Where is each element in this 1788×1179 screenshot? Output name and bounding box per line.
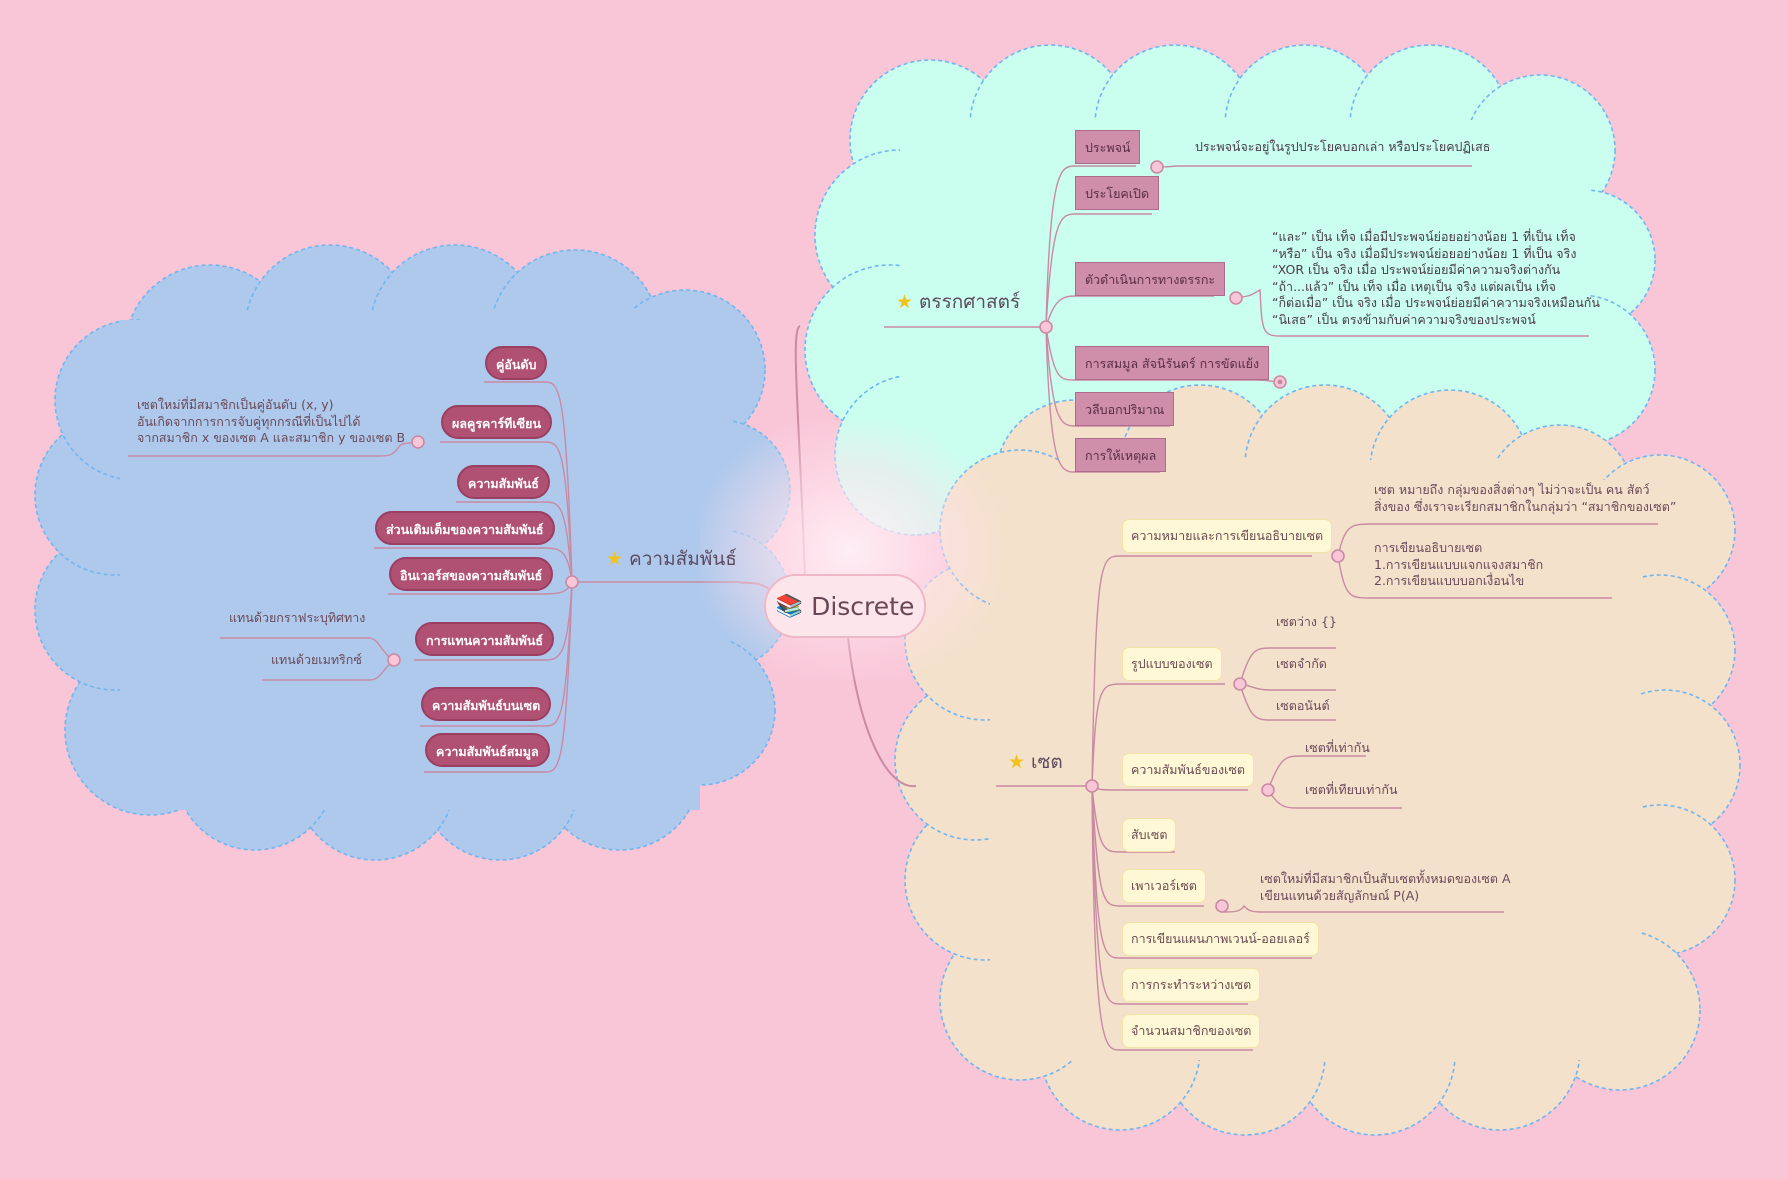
set-powerset-note: เซตใหม่ที่มีสมาชิกเป็นสับเซตทั้งหมดของเซ… bbox=[1260, 871, 1511, 904]
main-topic-logic-label: ตรรกศาสตร์ bbox=[919, 291, 1021, 313]
cartesian-line-1: เซตใหม่ที่มีสมาชิกเป็นคู่อันดับ (x, y) bbox=[137, 397, 334, 412]
root-topic[interactable]: 📚 Discrete bbox=[764, 574, 926, 638]
set-meaning-note: เซต หมายถึง กลุ่มของสิ่งต่างๆ ไม่ว่าจะเป… bbox=[1374, 482, 1676, 515]
relation-topic-ordered-pair[interactable]: คู่อันดับ bbox=[485, 346, 548, 380]
logic-topic-operators[interactable]: ตัวดำเนินการทางตรรกะ bbox=[1075, 262, 1226, 296]
relation-joints bbox=[387, 435, 579, 667]
set-topic-powerset[interactable]: เพาเวอร์เซต bbox=[1122, 869, 1206, 903]
set-topic-meaning[interactable]: ความหมายและการเขียนอธิบายเซต bbox=[1122, 519, 1333, 553]
logic-topic-quantifier[interactable]: วลีบอกปริมาณ bbox=[1075, 392, 1175, 426]
operator-note-negation: “นิเสธ” เป็น ตรงข้ามกับค่าความจริงของประ… bbox=[1272, 311, 1536, 327]
set-relation-equal: เซตที่เท่ากัน bbox=[1305, 740, 1370, 755]
relation-topic-on-set[interactable]: ความสัมพันธ์บนเซต bbox=[421, 687, 552, 721]
set-writing-line-3: 2.การเขียนแบบบอกเงื่อนไข bbox=[1374, 573, 1525, 588]
operator-note-or: “หรือ” เป็น จริง เมื่อมีประพจน์ย่อยอย่าง… bbox=[1272, 245, 1577, 261]
logic-joints bbox=[1039, 160, 1287, 389]
set-topic-operations[interactable]: การกระทำระหว่างเซต bbox=[1122, 968, 1261, 1002]
relation-graph-representation: แทนด้วยกราฟระบุทิศทาง bbox=[229, 610, 366, 625]
cartesian-line-3: จากสมาชิก x ของเซต A และสมาชิก y ของเซต … bbox=[137, 430, 406, 445]
set-writing-line-2: 1.การเขียนแบบแจกแจงสมาชิก bbox=[1374, 556, 1544, 572]
set-relation-equivalent: เซตที่เทียบเท่ากัน bbox=[1305, 782, 1398, 797]
set-writing-line-1: การเขียนอธิบายเซต bbox=[1374, 540, 1483, 555]
logic-topic-reasoning[interactable]: การให้เหตุผล bbox=[1075, 438, 1167, 472]
set-topic-relations[interactable]: ความสัมพันธ์ของเซต bbox=[1122, 753, 1254, 787]
set-form-infinite: เซตอนันต์ bbox=[1276, 698, 1330, 713]
cartesian-line-2: อันเกิดจากการการจับคู่ทุกกรณีที่เป็นไปได… bbox=[137, 413, 361, 429]
logic-area bbox=[804, 44, 1656, 536]
star-icon: ★ bbox=[1008, 751, 1026, 773]
logic-operator-notes: “และ” เป็น เท็จ เมื่อมีประพจน์ย่อยอย่างน… bbox=[1272, 229, 1600, 328]
relation-matrix-representation: แทนด้วยเมทริกซ์ bbox=[271, 652, 362, 667]
powerset-line-1: เซตใหม่ที่มีสมาชิกเป็นสับเซตทั้งหมดของเซ… bbox=[1260, 871, 1511, 886]
star-icon: ★ bbox=[896, 291, 914, 313]
collapsed-marker bbox=[1277, 379, 1283, 385]
logic-proposition-note: ประพจน์จะอยู่ในรูปประโยคบอกเล่า หรือประโ… bbox=[1195, 139, 1491, 154]
set-topic-cardinality[interactable]: จำนวนสมาชิกของเซต bbox=[1122, 1014, 1261, 1048]
set-meaning-line-2: สิ่งของ ซึ่งเราจะเรียกสมาชิกในกลุ่มว่า “… bbox=[1374, 498, 1677, 514]
operator-note-xor: “XOR เป็น จริง เมื่อ ประพจน์ย่อยมีค่าควา… bbox=[1272, 262, 1561, 277]
logic-topic-open-sentence[interactable]: ประโยคเปิด bbox=[1075, 176, 1160, 210]
set-form-finite: เซตจำกัด bbox=[1276, 656, 1327, 671]
relation-topic-complement[interactable]: ส่วนเติมเต็มของความสัมพันธ์ bbox=[375, 511, 555, 545]
relation-topic-inverse[interactable]: อินเวอร์สของความสัมพันธ์ bbox=[389, 557, 554, 591]
set-meaning-line-1: เซต หมายถึง กลุ่มของสิ่งต่างๆ ไม่ว่าจะเป… bbox=[1374, 482, 1650, 497]
root-label: Discrete bbox=[811, 591, 915, 621]
logic-topic-proposition[interactable]: ประพจน์ bbox=[1075, 130, 1141, 164]
main-topic-set[interactable]: ★ เซต bbox=[1008, 747, 1063, 777]
relation-topic-relation[interactable]: ความสัมพันธ์ bbox=[457, 465, 550, 499]
main-topic-relation[interactable]: ★ ความสัมพันธ์ bbox=[606, 544, 737, 574]
logic-topic-equivalence[interactable]: การสมมูล สัจนิรันดร์ การขัดแย้ง bbox=[1075, 346, 1270, 380]
main-topic-logic[interactable]: ★ ตรรกศาสตร์ bbox=[896, 287, 1020, 317]
main-topic-relation-label: ความสัมพันธ์ bbox=[629, 548, 737, 570]
set-topic-venn[interactable]: การเขียนแผนภาพเวนน์-ออยเลอร์ bbox=[1122, 922, 1319, 956]
set-topic-subset[interactable]: สับเซต bbox=[1122, 818, 1177, 852]
operator-note-iff: “ก็ต่อเมื่อ” เป็น จริง เมื่อ ประพจน์ย่อย… bbox=[1272, 295, 1600, 310]
set-branch-lines bbox=[996, 523, 1658, 1051]
set-joints bbox=[1085, 549, 1345, 913]
star-icon: ★ bbox=[606, 548, 624, 570]
set-form-empty: เซตว่าง {} bbox=[1276, 614, 1337, 629]
books-icon: 📚 bbox=[775, 593, 804, 619]
relation-topic-cartesian[interactable]: ผลคูรคาร์ทีเซียน bbox=[441, 405, 553, 439]
operator-note-and: “และ” เป็น เท็จ เมื่อมีประพจน์ย่อยอย่างน… bbox=[1272, 229, 1576, 244]
set-writing-note: การเขียนอธิบายเซต 1.การเขียนแบบแจกแจงสมา… bbox=[1374, 540, 1543, 590]
powerset-line-2: เขียนแทนด้วยสัญลักษณ์ P(A) bbox=[1260, 887, 1420, 903]
relation-topic-equivalence[interactable]: ความสัมพันธ์สมมูล bbox=[425, 733, 550, 767]
relation-cartesian-note: เซตใหม่ที่มีสมาชิกเป็นคู่อันดับ (x, y) อ… bbox=[137, 397, 405, 447]
operator-note-implies: “ถ้า...แล้ว” เป็น เท็จ เมื่อ เหตุเป็น จร… bbox=[1272, 278, 1556, 294]
main-topic-set-label: เซต bbox=[1031, 751, 1063, 773]
set-topic-forms[interactable]: รูปแบบของเซต bbox=[1122, 647, 1222, 681]
relation-topic-representation[interactable]: การแทนความสัมพันธ์ bbox=[415, 622, 555, 656]
